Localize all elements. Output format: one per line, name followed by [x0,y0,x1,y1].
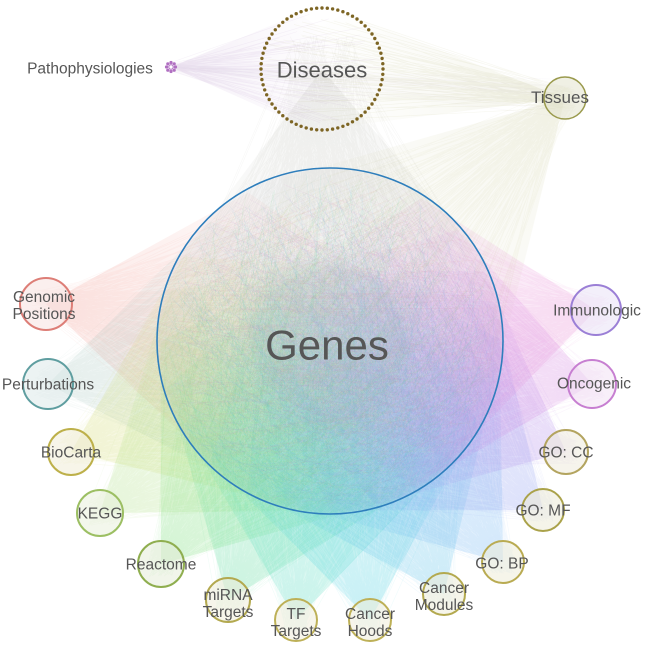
node-cancer-hoods[interactable] [348,598,392,642]
edge-bundle-pathophysiologies-diseases [167,14,382,123]
node-labels: Genes Diseases PathophysiologiesTissuesGen… [2,58,641,640]
node-reactome[interactable] [137,540,185,588]
edge-wedges [46,13,596,620]
node-label-immunologic: Immunologic [553,302,641,319]
node-kegg[interactable] [76,489,124,537]
node-label-oncogenic: Oncogenic [557,375,631,392]
edge-fan-pathophysiologies-diseases [171,13,382,124]
node-label-go-bp: GO: BP [475,555,528,572]
node-label-diseases: Diseases [277,58,367,83]
edge-bundle-tissues-genes [165,86,577,505]
node-go-mf[interactable] [521,488,565,532]
node-label-go-mf: GO: MF [515,502,570,519]
node-go-bp[interactable] [481,540,525,584]
node-mirna-targets[interactable] [205,577,251,623]
node-label-go-cc: GO: CC [538,444,593,461]
edge-bundle-immunologic-genes [162,180,610,510]
node-genes[interactable] [156,167,504,515]
node-label-reactome: Reactome [126,556,197,573]
node-label-genes: Genes [265,322,389,369]
node-label-tissues: Tissues [531,88,589,107]
node-immunologic[interactable] [570,284,622,336]
edge-fan-immunologic-genes [161,198,596,459]
edge-bundle-perturbations-genes [34,172,493,507]
edge-bundle-reactome-genes [148,174,498,577]
node-diseases[interactable] [259,6,385,132]
node-tissues[interactable] [543,76,587,120]
edge-lines [31,14,610,632]
node-cancer-modules[interactable] [422,572,466,616]
edge-bundle-go-cc-genes [173,186,579,502]
edge-bundle-mirna-targets-genes [163,189,498,613]
edge-bundle-cancer-modules-genes [171,180,496,606]
node-label-kegg: KEGG [78,505,123,522]
node-label-pathophysiologies: Pathophysiologies [27,60,153,77]
edge-bundle-tf-targets-genes [169,175,489,632]
edge-bundle-kegg-genes [87,177,494,526]
node-genomic-positions[interactable] [19,277,73,331]
edge-bundle-cancer-hoods-genes [165,173,494,632]
node-pathophysiologies[interactable] [164,60,178,74]
edge-bundle-oncogenic-genes [164,174,606,508]
edge-bundle-biocarta-genes [58,179,485,502]
edge-bundle-pathophysiologies-tissues [168,63,582,118]
node-oncogenic[interactable] [567,359,617,409]
edge-bundle-go-mf-genes [162,184,555,522]
node-tf-targets[interactable] [274,598,318,642]
node-go-cc[interactable] [543,429,589,475]
node-biocarta[interactable] [47,428,95,476]
nodes [19,6,622,642]
edge-bundle-diseases-genes [161,35,494,508]
edge-bundle-go-bp-genes [164,173,515,574]
edge-fan-pathophysiologies-tissues [171,67,586,119]
node-label-biocarta: BioCarta [41,444,102,461]
node-perturbations[interactable] [22,358,74,410]
node-label-perturbations: Perturbations [2,376,94,393]
edge-bundle-tissues-diseases [265,14,577,121]
